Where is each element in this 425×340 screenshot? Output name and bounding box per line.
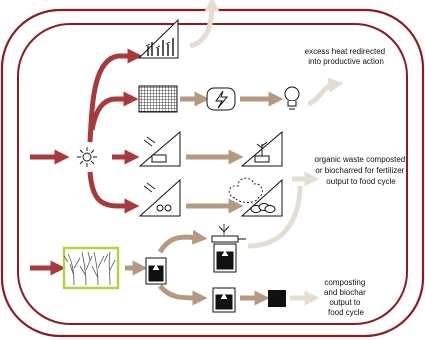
- solar-panel-icon: [138, 85, 178, 113]
- biomass-trees-icon: [62, 246, 120, 290]
- tan-arrows: [125, 91, 284, 306]
- compost-label-line-3: output to: [329, 298, 361, 307]
- branch-to-greenhouse-bike: [87, 171, 140, 214]
- compost-label-line-2: and biochar: [324, 288, 366, 297]
- pyrolysis-unit-icon: [145, 257, 167, 285]
- compost-label-line-1: composting: [324, 278, 365, 287]
- greenhouse-tray-icon: [138, 130, 181, 167]
- greenhouse-pods-icon: [240, 178, 283, 217]
- pyrolysis-unit-top-icon: [211, 224, 246, 273]
- pale-arrows: [189, 0, 344, 306]
- compost-label: composting and biochar output to food cy…: [324, 278, 368, 317]
- organic-label: organic waste composted or biocharred fo…: [315, 155, 408, 186]
- heat-label-line-2: into productive action: [308, 57, 384, 66]
- compost-label-line-4: food cycle: [328, 308, 365, 317]
- greenhouse-plants-icon: [137, 18, 179, 59]
- greenhouse-seedling-icon: [240, 130, 283, 167]
- organic-label-line-2: or biocharred for fertilizer: [315, 166, 404, 175]
- output-arrow-heat: [306, 77, 344, 107]
- branch-to-solar-panel: [89, 91, 139, 131]
- sun-icon: [77, 147, 97, 167]
- red-arrows: [30, 48, 143, 276]
- lightning-icon: [206, 87, 236, 111]
- organic-label-line-3: output to food cycle: [326, 177, 396, 186]
- arrow-pyrolysis-up: [157, 229, 208, 254]
- output-arrow-pyrolysis: [247, 185, 303, 249]
- heat-label: excess heat redirected into productive a…: [305, 47, 388, 66]
- compost-cloud-icon: [228, 177, 263, 203]
- light-bulb-icon: [284, 86, 300, 110]
- heat-label-line-1: excess heat redirected: [305, 47, 386, 56]
- organic-label-line-1: organic waste composted: [315, 155, 406, 164]
- biochar-block-icon: [268, 290, 286, 307]
- greenhouse-bike-icon: [138, 178, 181, 217]
- arrow-pyrolysis-down: [158, 284, 208, 306]
- pyrolysis-unit-bottom-icon: [212, 287, 236, 313]
- output-arrow-top: [189, 0, 220, 49]
